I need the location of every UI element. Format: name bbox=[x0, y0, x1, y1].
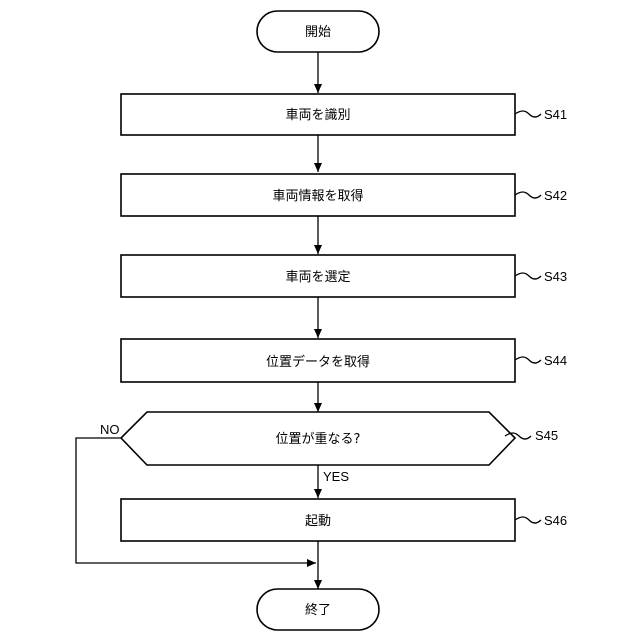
step-leader-s41 bbox=[515, 111, 541, 117]
step-leader-s44 bbox=[515, 357, 541, 363]
end-label: 終了 bbox=[305, 602, 331, 618]
step-label: 起動 bbox=[305, 514, 331, 529]
process-step-s44: 位置データを取得 bbox=[121, 339, 515, 382]
branch-yes-label: YES bbox=[323, 469, 349, 484]
step-leader-s43 bbox=[515, 273, 541, 279]
branch-no-label: NO bbox=[100, 422, 120, 437]
decision-step-s45: 位置が重なる? bbox=[121, 412, 515, 465]
process-step-s41: 車両を識別 bbox=[121, 94, 515, 135]
step-id-s42: S42 bbox=[544, 188, 567, 203]
step-id-s41: S41 bbox=[544, 107, 567, 122]
process-step-s46: 起動 bbox=[121, 499, 515, 541]
step-id-s45: S45 bbox=[535, 428, 558, 443]
step-label: 車両情報を取得 bbox=[272, 188, 363, 204]
step-leader-s42 bbox=[515, 192, 541, 198]
step-label: 車両を識別 bbox=[285, 108, 350, 123]
step-id-s44: S44 bbox=[544, 353, 567, 368]
step-id-s46: S46 bbox=[544, 513, 567, 528]
step-leader-s46 bbox=[515, 517, 541, 523]
process-step-s42: 車両情報を取得 bbox=[121, 174, 515, 216]
step-label: 車両を選定 bbox=[285, 270, 350, 285]
start-label: 開始 bbox=[305, 25, 331, 40]
start-terminal: 開始 bbox=[257, 11, 379, 52]
step-id-s43: S43 bbox=[544, 269, 567, 284]
decision-label: 位置が重なる? bbox=[276, 431, 361, 447]
process-step-s43: 車両を選定 bbox=[121, 255, 515, 297]
end-terminal: 終了 bbox=[257, 589, 379, 630]
step-label: 位置データを取得 bbox=[266, 354, 370, 370]
